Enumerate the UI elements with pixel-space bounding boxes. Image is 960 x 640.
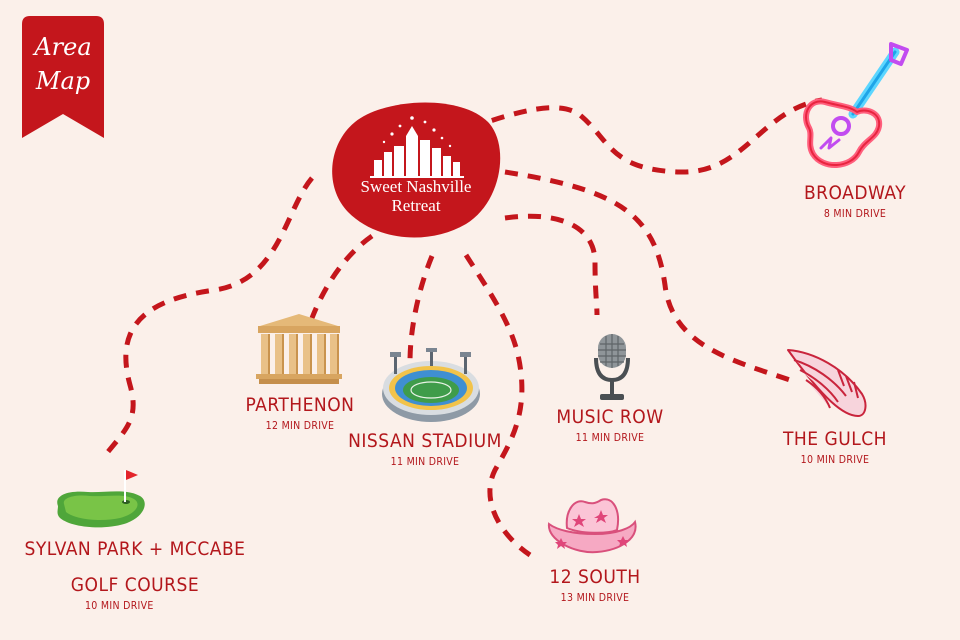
parthenon-drive: 12 MIN DRIVE: [265, 420, 335, 432]
sylvan-name-line2: GOLF COURSE: [70, 574, 200, 596]
broadway-drive: 8 MIN DRIVE: [823, 208, 887, 220]
route-nissan: [407, 255, 435, 363]
nissan-drive: 11 MIN DRIVE: [390, 456, 460, 468]
destination-nissan-stadium[interactable]: NISSAN STADIUM 11 MIN DRIVE: [345, 430, 505, 468]
route-gulch: [504, 169, 791, 383]
route-12-south: [463, 253, 532, 558]
gulch-drive: 10 MIN DRIVE: [800, 454, 870, 466]
sylvan-name-line1: SYLVAN PARK + MCCABE: [24, 538, 246, 560]
route-broadway: [469, 97, 823, 175]
skyline-icon: [370, 126, 464, 178]
area-map-banner: Area Map: [22, 16, 104, 138]
destination-parthenon[interactable]: PARTHENON 12 MIN DRIVE: [235, 394, 365, 432]
music-row-name: MUSIC ROW: [556, 406, 664, 428]
broadway-name: BROADWAY: [803, 182, 907, 204]
neon-guitar-icon: [803, 42, 909, 169]
gulch-name: THE GULCH: [782, 428, 888, 450]
destination-the-gulch[interactable]: THE GULCH 10 MIN DRIVE: [765, 428, 905, 466]
golf-green-icon: [57, 470, 145, 528]
destination-sylvan-park-mccabe[interactable]: SYLVAN PARK + MCCABE GOLF COURSE 10 MIN …: [15, 538, 255, 612]
music-row-drive: 11 MIN DRIVE: [575, 432, 645, 444]
route-sylvan: [101, 176, 314, 460]
south12-drive: 13 MIN DRIVE: [560, 592, 630, 604]
route-parthenon: [309, 233, 374, 319]
hub-name-line1: Sweet Nashville: [360, 177, 472, 196]
hub-sweet-nashville-retreat[interactable]: Sweet Nashville Retreat: [330, 100, 502, 240]
destination-12-south[interactable]: 12 SOUTH 13 MIN DRIVE: [535, 566, 655, 604]
stadium-icon: [382, 348, 480, 422]
parthenon-name: PARTHENON: [245, 394, 355, 416]
route-music-row: [504, 213, 600, 316]
stars-icon: [382, 116, 452, 148]
south12-name: 12 SOUTH: [549, 566, 641, 588]
cowboy-hat-icon: [547, 498, 637, 554]
microphone-icon: [594, 334, 630, 400]
destination-music-row[interactable]: MUSIC ROW 11 MIN DRIVE: [540, 406, 680, 444]
nissan-name: NISSAN STADIUM: [348, 430, 502, 452]
angel-wing-icon: [787, 349, 867, 417]
destination-broadway[interactable]: BROADWAY 8 MIN DRIVE: [790, 182, 920, 220]
banner-line1: Area: [34, 33, 92, 61]
sylvan-drive: 10 MIN DRIVE: [85, 600, 154, 612]
hub-name-line2: Retreat: [391, 196, 441, 215]
banner-line2: Map: [35, 67, 91, 95]
parthenon-temple-icon: [256, 314, 342, 384]
